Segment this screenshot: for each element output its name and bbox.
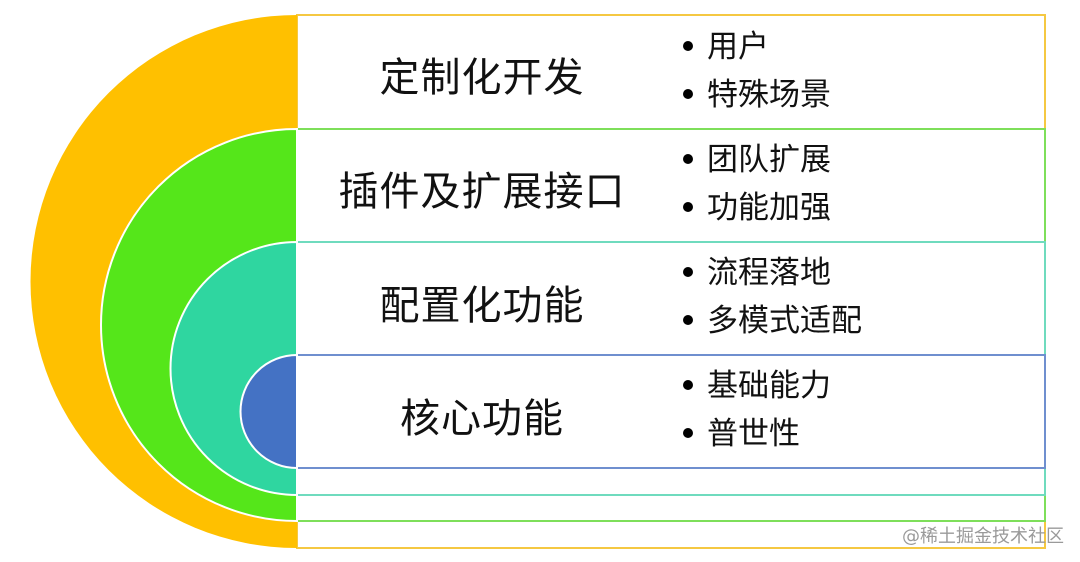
arc-core xyxy=(239,353,298,470)
bullet-icon xyxy=(683,201,693,212)
bullet-icon xyxy=(683,266,693,277)
bullet-icon xyxy=(683,427,693,438)
layer-row-plugin: 插件及扩展接口 团队扩展 功能加强 xyxy=(297,129,1045,242)
bullet-list: 流程落地 多模式适配 xyxy=(683,249,862,345)
bullet-item: 用户 xyxy=(683,23,831,71)
bullet-item: 流程落地 xyxy=(683,249,862,297)
bullet-item: 团队扩展 xyxy=(683,136,831,184)
frame-custom-dev xyxy=(296,14,1046,549)
bullet-icon xyxy=(683,153,693,164)
bullet-list: 用户 特殊场景 xyxy=(683,23,831,119)
bullet-list: 基础能力 普世性 xyxy=(683,362,831,458)
layer-row-custom-dev: 定制化开发 用户 特殊场景 xyxy=(297,15,1045,129)
bullet-icon xyxy=(683,314,693,325)
bullet-list: 团队扩展 功能加强 xyxy=(683,136,831,232)
layer-label: 插件及扩展接口 xyxy=(338,169,626,215)
bullet-item: 特殊场景 xyxy=(683,71,831,119)
watermark: @稀土掘金技术社区 xyxy=(902,526,1064,547)
bullet-icon xyxy=(683,379,693,390)
layer-row-config: 配置化功能 流程落地 多模式适配 xyxy=(297,242,1045,355)
bullet-item: 普世性 xyxy=(683,410,831,458)
bullet-item: 多模式适配 xyxy=(683,297,862,345)
layer-label: 定制化开发 xyxy=(379,55,585,101)
layer-row-core: 核心功能 基础能力 普世性 xyxy=(297,355,1045,468)
bullet-item: 功能加强 xyxy=(683,184,831,232)
bullet-item: 基础能力 xyxy=(683,362,831,410)
layer-label: 配置化功能 xyxy=(379,283,585,329)
bullet-icon xyxy=(683,40,693,51)
layer-label: 核心功能 xyxy=(400,396,564,442)
bullet-icon xyxy=(683,88,693,99)
